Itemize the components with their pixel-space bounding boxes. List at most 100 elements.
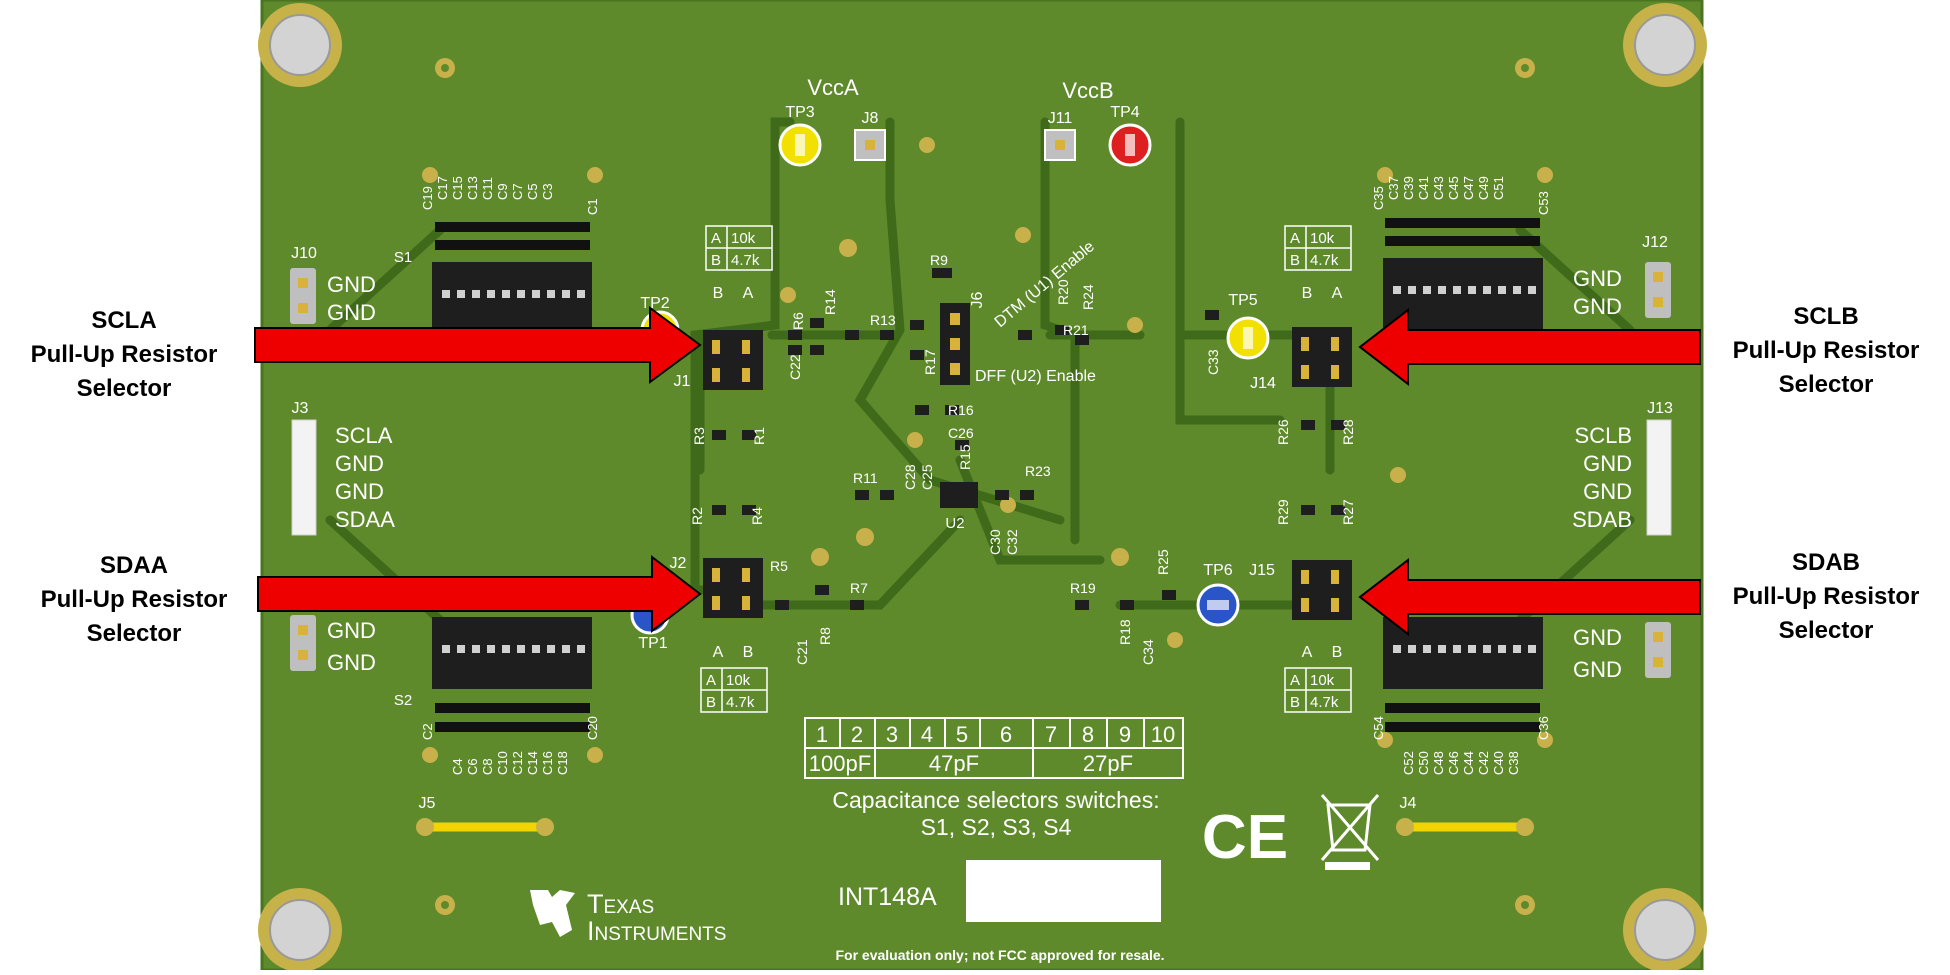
cap-pos-5: 5 bbox=[956, 722, 968, 747]
sdab-line2: Pull-Up Resistor bbox=[1733, 583, 1920, 610]
sclb-title: SCLB bbox=[1793, 303, 1858, 330]
sdaa-line3: Selector bbox=[87, 620, 182, 647]
cap-pos-2: 2 bbox=[851, 722, 863, 747]
r11-label: R11 bbox=[853, 470, 878, 486]
j11-pin bbox=[1055, 140, 1065, 150]
label-sticker bbox=[966, 860, 1161, 922]
gnd-header-right-bottom bbox=[1645, 622, 1671, 678]
j14-label: J14 bbox=[1250, 375, 1276, 392]
u2-label: U2 bbox=[945, 515, 964, 532]
svg-text:C37: C37 bbox=[1386, 176, 1401, 200]
sdab-arrow bbox=[1358, 557, 1701, 637]
r16-label: R16 bbox=[948, 402, 974, 418]
c34-label: C34 bbox=[1140, 639, 1156, 665]
svg-text:C13: C13 bbox=[465, 176, 480, 200]
cap-pos-10: 10 bbox=[1151, 722, 1175, 747]
r15-label: R15 bbox=[957, 444, 973, 470]
cap-caption-line1: Capacitance selectors switches: bbox=[832, 787, 1159, 813]
scla-arrow bbox=[254, 306, 702, 384]
j12-gnd-1: GND bbox=[1573, 266, 1622, 291]
svg-text:C49: C49 bbox=[1476, 176, 1491, 200]
j14-table-10k: 10k bbox=[1310, 230, 1335, 247]
r20-label: R20 bbox=[1055, 279, 1071, 305]
j1-table-b: B bbox=[711, 252, 721, 269]
right-bottom-gnd-2: GND bbox=[1573, 657, 1622, 682]
capacitor-pad-rows bbox=[435, 218, 1540, 732]
j3-pin-3: GND bbox=[335, 479, 384, 504]
tp5-slot bbox=[1243, 327, 1253, 349]
j15-b-label: B bbox=[1332, 644, 1343, 661]
c21-label: C21 bbox=[794, 639, 810, 665]
pin-headers bbox=[290, 262, 1672, 678]
j15-table-47k: 4.7k bbox=[1310, 694, 1339, 711]
j2-table-10k: 10k bbox=[726, 672, 751, 689]
j8-label: J8 bbox=[862, 110, 879, 127]
tp6-slot bbox=[1207, 600, 1229, 610]
j13-pin-2: GND bbox=[1583, 451, 1632, 476]
j3-pin-2: GND bbox=[335, 451, 384, 476]
cap-pos-1: 1 bbox=[816, 722, 828, 747]
j14-b-label: B bbox=[1302, 285, 1313, 302]
j4-label: J4 bbox=[1400, 795, 1417, 812]
dff-enable-label: DFF (U2) Enable bbox=[975, 368, 1096, 385]
svg-text:C43: C43 bbox=[1431, 176, 1446, 200]
footer-note: For evaluation only; not FCC approved fo… bbox=[835, 947, 1164, 963]
j13-pin-1: SCLB bbox=[1575, 423, 1632, 448]
capacitance-table bbox=[804, 717, 1184, 779]
u2-ic bbox=[940, 482, 978, 508]
svg-text:C42: C42 bbox=[1476, 751, 1491, 775]
j15-label: J15 bbox=[1249, 562, 1275, 579]
r14-label: R14 bbox=[822, 289, 838, 315]
sdaa-arrow bbox=[257, 554, 702, 634]
j2-label: J2 bbox=[670, 555, 687, 572]
tp1-label: TP1 bbox=[638, 635, 667, 652]
r2-label: R2 bbox=[689, 507, 705, 525]
part-number: INT148A bbox=[838, 883, 937, 911]
cap-value-47pf: 47pF bbox=[929, 751, 979, 776]
svg-text:C11: C11 bbox=[480, 177, 495, 200]
vias bbox=[422, 58, 1553, 915]
j15-a-label: A bbox=[1302, 644, 1313, 661]
svg-text:C14: C14 bbox=[525, 751, 540, 775]
j1-label: J1 bbox=[674, 373, 691, 390]
mounting-holes bbox=[258, 3, 1707, 972]
j10-gnd-1: GND bbox=[327, 272, 376, 297]
svg-text:C9: C9 bbox=[495, 183, 510, 200]
j10-label: J10 bbox=[291, 245, 317, 262]
r6-label: R6 bbox=[790, 312, 806, 330]
svg-text:C39: C39 bbox=[1401, 176, 1416, 200]
sdaa-title: SDAA bbox=[100, 552, 168, 579]
loop-jumpers bbox=[416, 818, 1534, 836]
r9-label: R9 bbox=[930, 252, 948, 268]
svg-text:C2: C2 bbox=[420, 723, 435, 740]
tp2-label: TP2 bbox=[640, 295, 669, 312]
mounting-hole bbox=[1634, 899, 1696, 961]
r17-label: R17 bbox=[922, 349, 938, 375]
mounting-hole bbox=[269, 14, 331, 76]
svg-text:C44: C44 bbox=[1461, 751, 1476, 775]
cap-value-100pf: 100pF bbox=[809, 751, 871, 776]
tp3-slot bbox=[795, 134, 805, 156]
s2-cap-labels: C2 C20 C4 C6 C8 C10 C12 C14 C16 C18 bbox=[420, 716, 600, 775]
callout-arrows bbox=[254, 306, 1701, 637]
resistor-value-text: A 10k B 4.7k A 10k B 4.7k A 10k B 4.7k A… bbox=[706, 230, 1339, 711]
ti-logo-line1: Texas bbox=[587, 889, 654, 919]
j15-table-a: A bbox=[1290, 672, 1300, 689]
svg-text:C18: C18 bbox=[555, 751, 570, 775]
svg-text:C47: C47 bbox=[1461, 176, 1476, 200]
j13-pin-3: GND bbox=[1583, 479, 1632, 504]
svg-text:C50: C50 bbox=[1416, 751, 1431, 775]
svg-text:C17: C17 bbox=[435, 176, 450, 200]
j13-pin-4: SDAB bbox=[1572, 507, 1632, 532]
r7-label: R7 bbox=[850, 580, 868, 596]
scla-line2: Pull-Up Resistor bbox=[31, 341, 218, 368]
j12-label: J12 bbox=[1642, 234, 1668, 251]
r28-label: R28 bbox=[1340, 419, 1356, 445]
c32-label: C32 bbox=[1004, 529, 1020, 555]
r29-label: R29 bbox=[1275, 499, 1291, 525]
svg-text:C53: C53 bbox=[1536, 191, 1551, 215]
tp4-slot bbox=[1125, 134, 1135, 156]
svg-text:C38: C38 bbox=[1506, 751, 1521, 775]
gnd-header-left-bottom bbox=[290, 615, 316, 671]
